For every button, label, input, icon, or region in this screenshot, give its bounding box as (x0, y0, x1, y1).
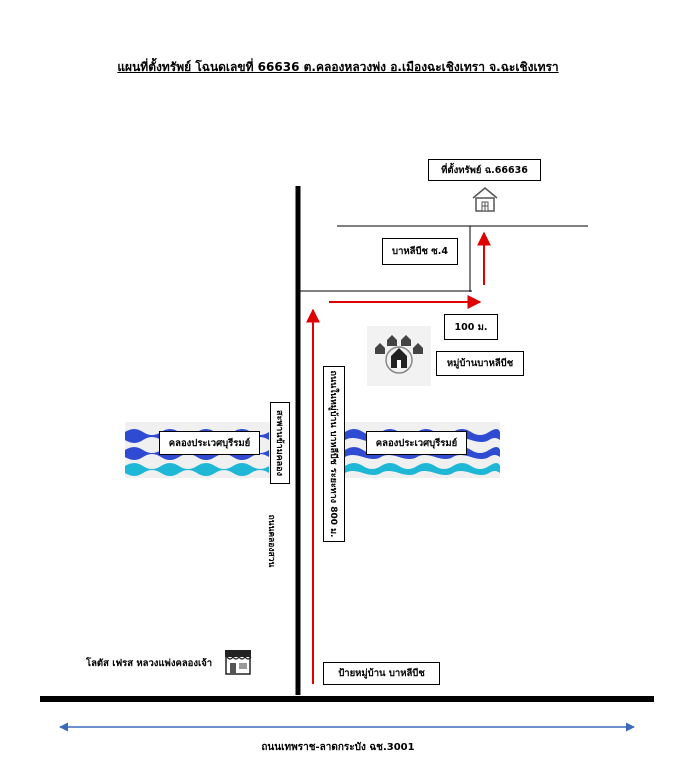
main-road-label: ถนนเทพราช-ลาดกระบัง ฉช.3001 (261, 742, 415, 753)
property-label: ที่ตั้งทรัพย์ ฉ.66636 (428, 159, 541, 181)
soi-label: บาหลีบีช ซ.4 (382, 238, 458, 265)
bridge-label: สะพานข้ามคลอง (270, 402, 290, 484)
village-road-label: ถนนในหมู่บ้าน บาหลีบีช ระยะทาง 800 ม. (323, 366, 345, 542)
distance-100-label: 100 ม. (444, 314, 498, 340)
village-label: หมู่บ้านบาหลีบีช (436, 351, 524, 376)
canal-right-label: คลองประเวศบุรีรมย์ (366, 431, 467, 455)
road-side-label: ถนนคลองสวน (266, 514, 276, 568)
village-road-label-text: ถนนในหมู่บ้าน บาหลีบีช ระยะทาง 800 ม. (328, 370, 338, 538)
store-icon (225, 650, 252, 675)
map-title: แผนที่ตั้งทรัพย์ โฉนดเลขที่ 66636 ต.คลอง… (117, 60, 559, 74)
village-sign-label: ป้ายหมู่บ้าน บาหลีบีช (323, 662, 440, 685)
lotus-label: โลตัส เฟรส หลวงแพ่งคลองเจ้า (86, 658, 213, 669)
canal-left-label: คลองประเวศบุรีรมย์ (159, 431, 260, 455)
bridge-label-text: สะพานข้ามคลอง (274, 410, 284, 476)
house-icon (472, 187, 498, 212)
village-icon (367, 326, 431, 386)
